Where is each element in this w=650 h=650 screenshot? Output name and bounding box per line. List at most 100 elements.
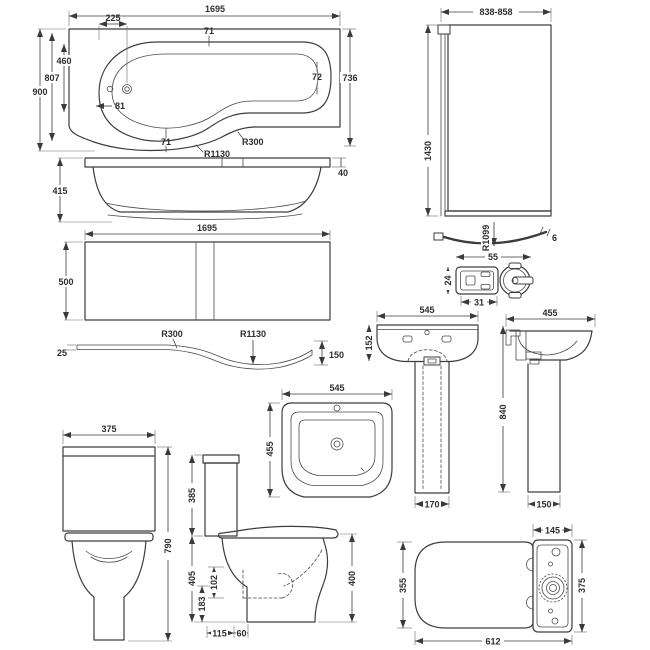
- dim-centerline-top: 71: [204, 26, 214, 47]
- cistern-plan-outline: [532, 539, 573, 633]
- dim-end-width: 736: [340, 28, 360, 147]
- dim-basin-width: 545: [376, 305, 479, 322]
- dim-basin-plan-width: 545: [281, 383, 393, 400]
- screen-hinge-bracket: [437, 24, 451, 35]
- dim-width-mid: 807: [43, 33, 61, 141]
- overflow-icon: [424, 329, 430, 336]
- dim-basin-depth: 455: [505, 308, 596, 327]
- bath-floor-line: [111, 53, 319, 129]
- dim-label: 6: [552, 233, 557, 243]
- panel-profile-view: R300 R1130 25 150: [57, 329, 344, 370]
- bath-base-line: [105, 200, 307, 212]
- dim-label: 840: [498, 404, 508, 419]
- dim-label: 150: [329, 350, 344, 360]
- bath-body-profile: [92, 166, 322, 213]
- dim-label: 455: [265, 441, 275, 456]
- pan-front-outline: [71, 540, 147, 641]
- dim-label: 24: [443, 275, 453, 285]
- bath-side-view: 415 40: [51, 157, 348, 223]
- dim-corner-radius: R300: [237, 131, 264, 147]
- dim-label: 115: [212, 629, 227, 639]
- dim-pan-width: 355: [397, 541, 412, 629]
- dim-width-overall: 900: [31, 28, 95, 152]
- dim-label: 60: [236, 629, 246, 639]
- basin-section-outline: [529, 330, 593, 361]
- bath-rim-inner: [98, 41, 332, 142]
- toilet-side-view: 385 405 102 183 115: [186, 454, 358, 639]
- dim-label: 150: [536, 500, 551, 510]
- dim-label: 460: [56, 56, 71, 66]
- tap-hole-plan-icon: [333, 404, 341, 412]
- tap-hole-icon: [122, 84, 132, 94]
- toilet-front-view: 375 790: [62, 424, 174, 642]
- dim-label: 102: [209, 575, 219, 590]
- dim-panel-height: 500: [57, 241, 83, 321]
- screen-plan-curve: [442, 230, 548, 245]
- dim-label: 415: [52, 186, 67, 196]
- dim-label: R300: [242, 137, 264, 147]
- tap-hole-left-icon: [402, 335, 413, 343]
- cistern-side-outline: [204, 462, 238, 537]
- dim-pedestal-depth: 150: [527, 495, 561, 510]
- dim-label: 71: [161, 137, 171, 147]
- dim-tap-offset: 225: [98, 13, 128, 83]
- dim-outlet-height: 183: [196, 585, 210, 622]
- dim-front-radius: R1130: [195, 144, 230, 159]
- dim-label: 900: [32, 87, 47, 97]
- dim-label: 612: [485, 637, 500, 647]
- basin-front-outline: [376, 324, 479, 363]
- basin-side-view: 455 840 150: [497, 308, 596, 510]
- dim-label: 152: [364, 335, 374, 350]
- dim-label: 545: [329, 383, 344, 393]
- dim-label: 355: [398, 578, 408, 593]
- dim-panel-length: 1695: [84, 223, 331, 240]
- pan-plan-outline: [414, 541, 534, 629]
- wall-fixing-profile: [505, 329, 521, 346]
- tap-hole-right-icon: [441, 335, 452, 343]
- overflow-dome-hidden: [407, 349, 448, 362]
- dim-label: 1695: [197, 223, 217, 233]
- dim-label: 1430: [423, 141, 433, 161]
- dim-glass-thickness: 6: [539, 226, 557, 243]
- overflow-hole-icon: [106, 85, 114, 93]
- dim-label: R1099: [481, 225, 491, 252]
- bath-panel-view: 1695 500: [57, 223, 331, 321]
- dim-label: 81: [115, 101, 125, 111]
- dim-tap-inset: 81: [96, 101, 125, 111]
- shower-screen-front-view: 838-858 1430: [422, 7, 552, 217]
- dim-label: 71: [204, 26, 214, 36]
- dim-profile-radius-large: R1130: [240, 329, 266, 364]
- dim-label: 183: [197, 596, 207, 611]
- dim-cistern-height: 385: [186, 454, 203, 537]
- dim-label: 1695: [205, 4, 225, 14]
- dim-overall-length: 612: [414, 631, 573, 647]
- dim-seat-height: 400: [318, 533, 358, 623]
- dim-screen-radius: R1099: [481, 222, 497, 252]
- dim-pan-height: 405: [186, 536, 245, 623]
- cistern-front-outline: [62, 446, 156, 532]
- dim-outlet-setout: 115 60: [206, 624, 249, 639]
- waste-hole-icon: [330, 437, 344, 451]
- dim-width-inner: 460: [55, 44, 73, 112]
- basin-plan-outline: [281, 402, 393, 498]
- bath-plan-view: 1695 225 71 900 807 460: [31, 4, 360, 159]
- seat-front: [64, 532, 154, 542]
- screen-glass-outline: [447, 24, 552, 212]
- dim-rim-height: 40: [332, 157, 348, 178]
- cistern-lid-side: [202, 454, 240, 464]
- panel-profile-curve: [76, 344, 313, 370]
- seat-side-profile: [218, 525, 339, 539]
- trap-hidden-line: [277, 573, 293, 599]
- pedestal-front-outline: [414, 360, 450, 494]
- dim-profile-inner-width: 31: [460, 296, 498, 308]
- dim-label: 25: [57, 348, 67, 358]
- dim-label: 545: [419, 305, 434, 315]
- bowl-hidden-line: [283, 549, 323, 587]
- dim-toilet-height: 790: [128, 446, 174, 642]
- dim-screen-width: 838-858: [440, 7, 552, 22]
- pedestal-side-outline: [527, 359, 561, 493]
- dim-pedestal-width: 170: [414, 496, 450, 510]
- dim-toilet-width: 375: [62, 424, 156, 444]
- dim-basin-bowl-height: 152: [363, 325, 375, 361]
